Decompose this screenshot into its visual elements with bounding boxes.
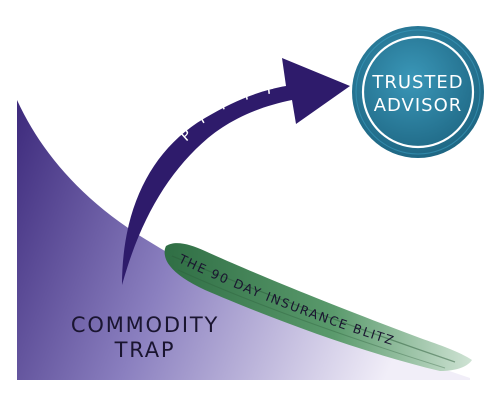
blitz-brush-stroke	[164, 243, 472, 371]
svg-text:5: 5	[274, 79, 279, 87]
growth-arrow	[122, 58, 350, 285]
svg-text:2: 2	[203, 105, 211, 114]
step-p3: P 3	[217, 92, 233, 114]
commodity-trap-label: COMMODITY TRAP	[50, 313, 240, 363]
badge-line-1: TRUSTED	[371, 72, 463, 93]
svg-text:1: 1	[183, 123, 192, 132]
step-p5: P 5	[266, 79, 280, 98]
svg-text:3: 3	[226, 92, 233, 101]
svg-text:4: 4	[251, 83, 258, 92]
commodity-trap-line-1: COMMODITY	[70, 313, 220, 337]
badge-line-2: ADVISOR	[374, 95, 463, 116]
svg-text:P: P	[266, 79, 277, 98]
trusted-advisor-badge: TRUSTED ADVISOR	[352, 26, 484, 158]
blitz-brush-texture	[171, 255, 456, 363]
step-p4: P 4	[242, 83, 258, 104]
blitz-brush-texture-2	[177, 269, 446, 369]
commodity-trap-line-2: TRAP	[114, 338, 176, 362]
svg-text:P: P	[242, 84, 255, 103]
commodity-trap-area	[17, 100, 470, 380]
